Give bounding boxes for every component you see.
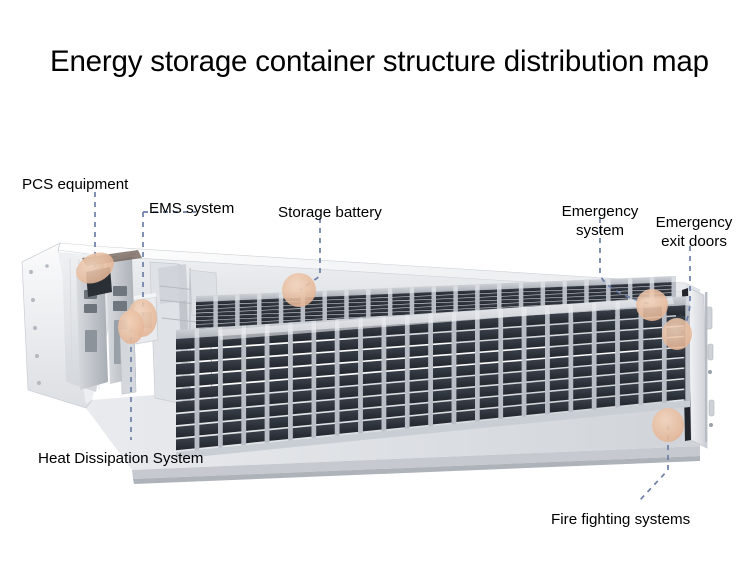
callout-label-heat-dissipation-system: Heat Dissipation System bbox=[38, 450, 204, 467]
battery-rack-column bbox=[433, 311, 457, 425]
battery-rack-column bbox=[409, 313, 433, 427]
container-right-door-panel bbox=[687, 287, 708, 449]
battery-rack-column bbox=[549, 303, 574, 413]
battery-rack-column bbox=[199, 326, 223, 448]
container-floor-lip-shadow bbox=[133, 456, 700, 484]
battery-rack-column bbox=[222, 325, 247, 446]
right-door-hardware bbox=[705, 292, 715, 442]
battery-rack-column bbox=[269, 322, 293, 441]
container-floor-lip bbox=[132, 446, 700, 479]
callout-label-emergency-system: Emergency system bbox=[561, 203, 639, 239]
battery-rack-column bbox=[596, 300, 620, 408]
callout-marker-pcs-equipment bbox=[76, 252, 114, 284]
battery-rack-column bbox=[339, 317, 363, 434]
callout-marker-emergency-system bbox=[636, 289, 668, 321]
callout-markers bbox=[76, 252, 692, 442]
callout-label-fire-fighting-systems: Fire fighting systems bbox=[551, 511, 691, 528]
battery-rack-column bbox=[526, 305, 550, 415]
battery-rack-column bbox=[386, 314, 410, 430]
battery-rack-column bbox=[246, 323, 270, 444]
container-aisle bbox=[218, 296, 674, 340]
callout-marker-storage-battery bbox=[282, 273, 316, 307]
callout-marker-emergency-exit-doors bbox=[662, 318, 692, 350]
callout-label-ems-system: EMS system bbox=[149, 200, 235, 217]
battery-rack-column bbox=[456, 309, 480, 423]
leader-emergency-exit-doors bbox=[677, 246, 691, 335]
battery-rack-column bbox=[479, 308, 504, 420]
battery-rack-column bbox=[316, 319, 340, 437]
battery-rack-column bbox=[573, 302, 597, 411]
callout-label-pcs-equipment: PCS equipment bbox=[22, 176, 129, 193]
callout-label-storage-battery: Storage battery bbox=[278, 204, 382, 221]
callout-label-emergency-exit-doors: Emergency exit doors bbox=[655, 214, 733, 250]
callout-marker-heat-dissipation-system bbox=[118, 310, 144, 344]
page-title: Energy storage container structure distr… bbox=[50, 45, 709, 78]
battery-rack-column bbox=[362, 316, 387, 432]
battery-rack-column bbox=[503, 306, 527, 418]
left-end-bolts bbox=[28, 264, 49, 386]
battery-rack-column bbox=[292, 320, 317, 439]
battery-rack-column bbox=[619, 299, 644, 406]
leader-emergency-system bbox=[599, 218, 653, 306]
battery-rack-column bbox=[176, 328, 200, 451]
callout-marker-fire-fighting-systems bbox=[652, 408, 684, 442]
heat-dissipation-unit bbox=[119, 264, 188, 395]
battery-rack-plinth bbox=[176, 400, 690, 459]
